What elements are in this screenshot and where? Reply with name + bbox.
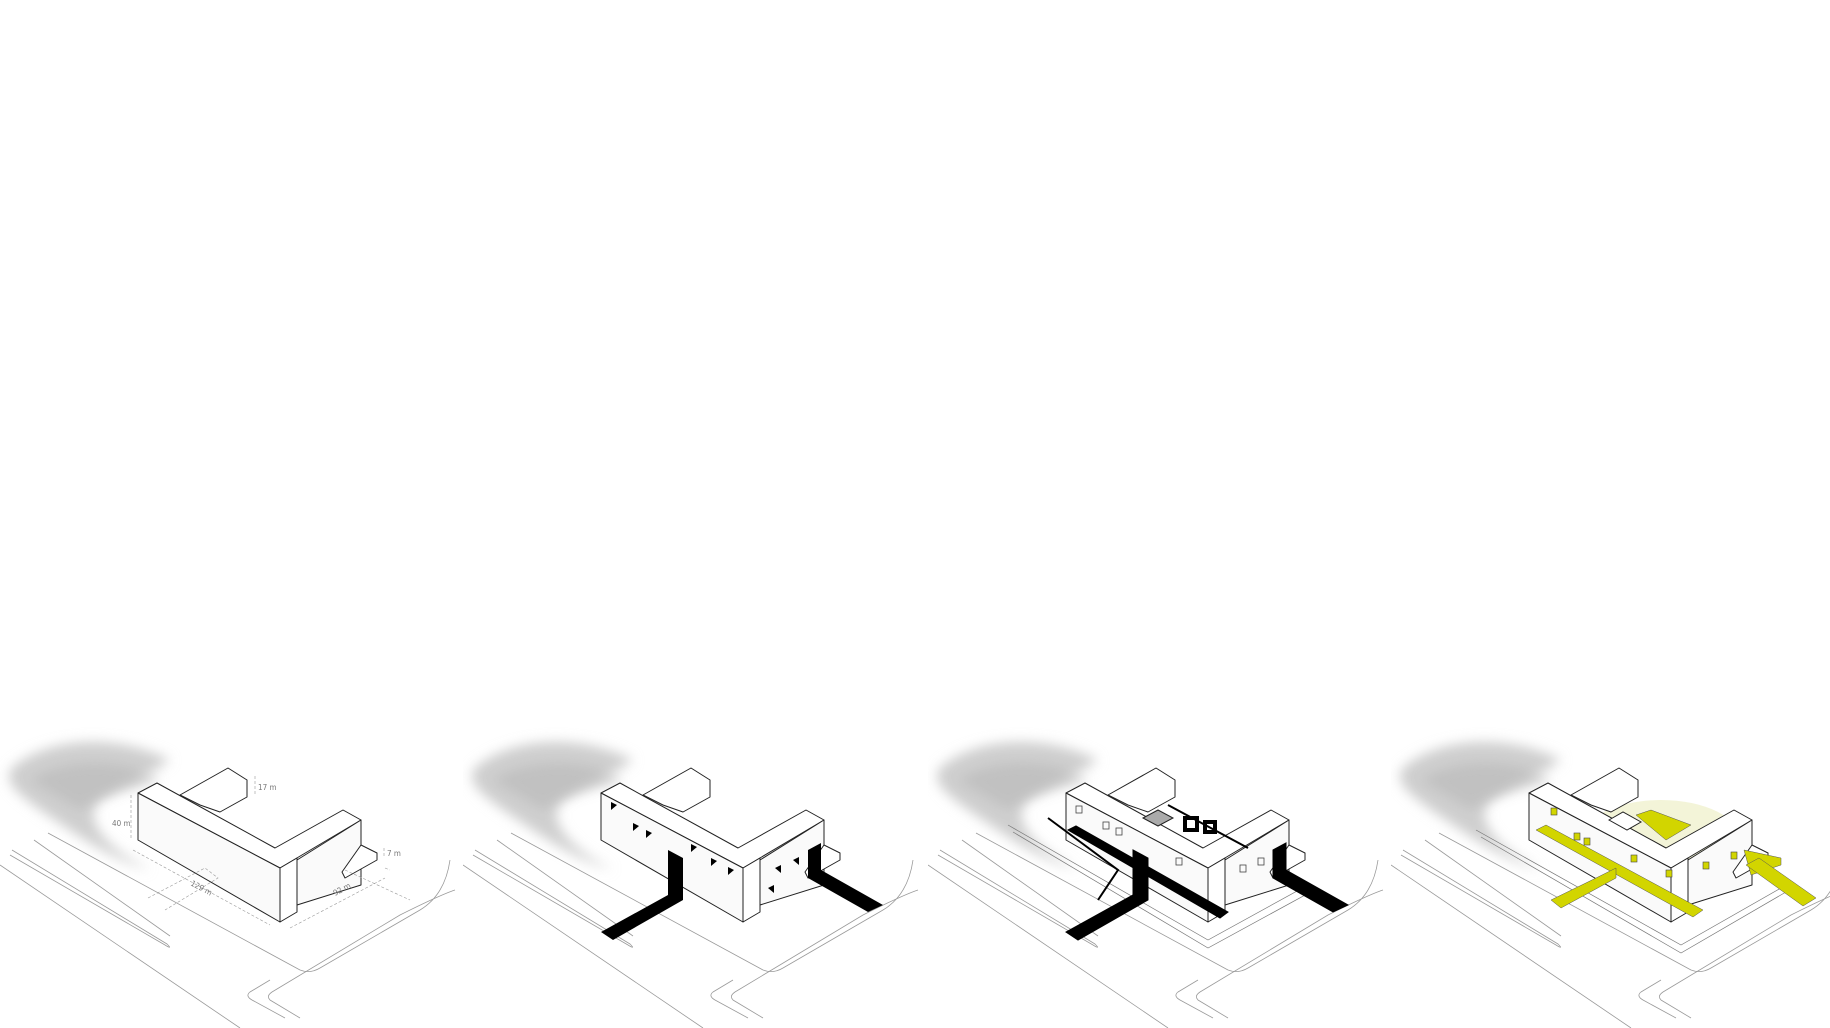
site-terraces <box>1007 824 1319 949</box>
window-openings <box>1550 807 1738 878</box>
access-paths <box>601 843 883 940</box>
label-height-low: 7 m <box>387 849 401 858</box>
site-terraces <box>1475 829 1787 954</box>
diagram-openings <box>463 700 923 1028</box>
label-height-back: 17 m <box>258 783 276 792</box>
window-openings <box>611 802 799 893</box>
public-routes <box>1535 809 1817 918</box>
window-openings <box>1075 805 1265 873</box>
diagram-circulation <box>928 700 1388 1028</box>
building-volume <box>600 767 841 923</box>
roof-volume <box>1141 809 1175 827</box>
dimension-lines <box>130 776 411 929</box>
circulation-paths <box>1047 804 1350 941</box>
diagram-massing: 17 m 40 m 7 m 129 m 92 m <box>0 700 460 1028</box>
diagram-public-space <box>1391 700 1830 1028</box>
label-height-main: 40 m <box>112 819 130 828</box>
roof-volume <box>1607 811 1643 831</box>
